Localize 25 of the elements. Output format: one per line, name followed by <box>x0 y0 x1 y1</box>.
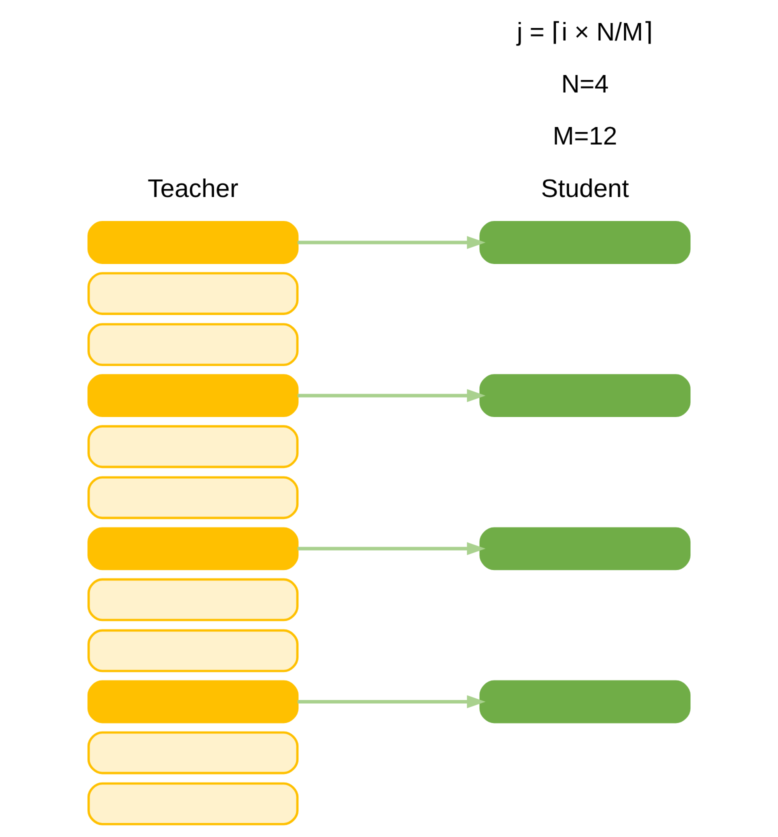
node-box <box>87 323 299 366</box>
node-box <box>87 374 299 418</box>
node-box <box>87 527 299 570</box>
node-box <box>87 272 299 315</box>
arrow <box>298 695 486 708</box>
arrow <box>298 542 486 556</box>
node-box <box>87 629 299 672</box>
node-box <box>87 680 299 724</box>
node-box <box>87 476 299 520</box>
label: Teacher <box>148 174 238 203</box>
node-box <box>479 374 691 418</box>
label: M=12 <box>552 122 618 151</box>
arrow <box>298 389 486 402</box>
node-box <box>479 221 691 264</box>
label: N=4 <box>561 70 609 98</box>
node-box <box>87 731 299 774</box>
node-box <box>87 221 299 264</box>
node-box <box>479 680 691 724</box>
node-box <box>87 578 299 622</box>
node-box <box>479 527 691 570</box>
label: j = ⌈i × N/M⌉ <box>516 18 654 46</box>
label: Student <box>541 174 629 203</box>
arrow <box>298 236 486 250</box>
node-box <box>87 425 299 468</box>
node-box <box>87 782 299 826</box>
